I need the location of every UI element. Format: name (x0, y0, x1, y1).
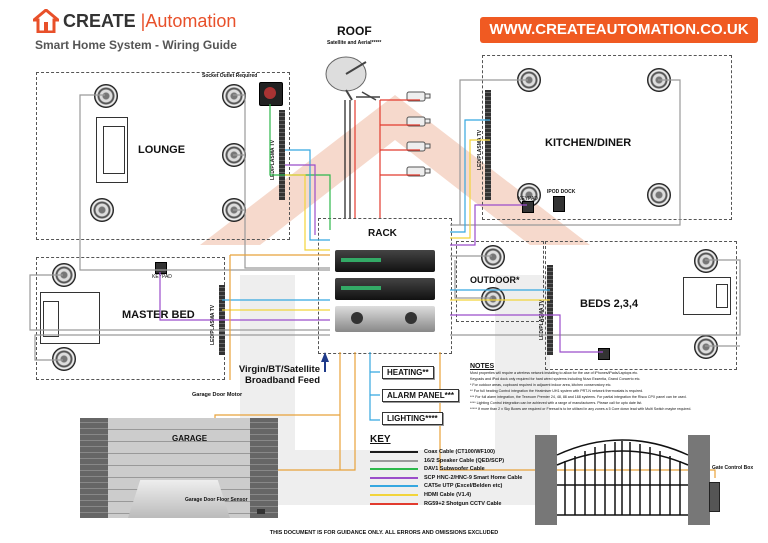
brand-create: CREATE (63, 11, 136, 31)
cctv-camera-icon (406, 91, 431, 177)
ipod-dock-label: IPOD DOCK (547, 189, 576, 195)
rack-equipment (335, 250, 435, 340)
roof-title: ROOF (337, 24, 372, 38)
gate-control-box (709, 482, 720, 512)
beds-label: BEDS 2,3,4 (580, 298, 639, 310)
key-line-swatch (370, 493, 418, 496)
lounge-sofa (96, 117, 128, 183)
socket-label: Socket Outlet Required (202, 73, 258, 79)
kitchen-speaker-4 (647, 183, 671, 207)
master-speaker-2 (52, 347, 76, 371)
lounge-speaker-1 (94, 84, 118, 108)
key-line-swatch (370, 502, 418, 505)
master-keypad-label: KEYPAD (152, 274, 172, 280)
lighting-tag[interactable]: LIGHTING**** (382, 412, 443, 425)
subtitle: Smart Home System - Wiring Guide (35, 38, 237, 52)
notes-line-6: **** Lighting Control integration can be… (470, 401, 643, 405)
key-item: SCP HNC-2/HNC-9 Smart Home Cable (370, 474, 540, 483)
kitchen-keypad-label: KEYPAD (518, 196, 538, 202)
garage-motor-label: Garage Door Motor (192, 392, 243, 398)
key-block: KEY Coax Cable (CT100/WF100) 16/2 Speaker… (370, 434, 540, 508)
key-line-swatch (370, 468, 418, 471)
beds-speaker-2 (694, 335, 718, 359)
gate-box-label: Gate Control Box (712, 465, 754, 471)
house-logo-icon (33, 9, 59, 33)
key-item-label: CAT5e UTP (Excel/Belden etc) (424, 483, 503, 490)
heating-tag[interactable]: HEATING** (382, 366, 434, 379)
key-line-swatch (370, 485, 418, 488)
roof-subtitle: Satellite and Aerial***** (327, 40, 382, 46)
beds-speaker-1 (694, 249, 718, 273)
gate (535, 435, 710, 525)
notes-block: NOTES Most properties will require a wir… (470, 363, 760, 412)
key-item: 16/2 Speaker Cable (QED/SCP) (370, 457, 540, 466)
key-item-label: 16/2 Speaker Cable (QED/SCP) (424, 457, 505, 464)
key-item: RG59+2 Shotgun CCTV Cable (370, 500, 540, 509)
notes-line-1: Most properties will require a wireless … (470, 371, 639, 375)
key-item: Coax Cable (CT100/WF100) (370, 448, 540, 457)
lounge-room (36, 72, 290, 240)
notes-title: NOTES (470, 363, 495, 370)
master-keypad[interactable] (155, 262, 167, 274)
kitchen-tv (485, 90, 491, 200)
lounge-speaker-2 (222, 84, 246, 108)
feed-label: Virgin/BT/Satellite Broadband Feed (230, 364, 320, 386)
kitchen-room (482, 55, 732, 220)
subwoofer (259, 82, 283, 106)
notes-line-3: * For outdoor areas, cupboard required i… (470, 383, 612, 387)
key-item-label: RG59+2 Shotgun CCTV Cable (424, 500, 502, 507)
footer-disclaimer: THIS DOCUMENT IS FOR GUIDANCE ONLY. ALL … (269, 530, 499, 536)
beds-bed (683, 277, 731, 315)
notes-line-2: Keypads and iPod dock only required for … (470, 377, 641, 381)
outdoor-speaker-1 (481, 245, 505, 269)
rack-label: RACK (368, 228, 397, 239)
garage-label: GARAGE (172, 434, 208, 443)
key-line-swatch (370, 476, 418, 479)
key-item-label: SCP HNC-2/HNC-9 Smart Home Cable (424, 474, 523, 481)
master-bed (40, 292, 100, 344)
key-line-swatch (370, 451, 418, 453)
key-item-label: DAV1 Subwoofer Cable (424, 466, 485, 473)
lounge-tv (279, 110, 285, 200)
garage (80, 418, 278, 518)
satellite-dish-icon (325, 56, 380, 101)
outdoor-label: OUTDOOR* (470, 275, 520, 285)
garage-sensor-label: Garage Door Floor Sensor (185, 497, 248, 503)
lounge-speaker-4 (90, 198, 114, 222)
beds-room (545, 241, 737, 370)
ipod-dock[interactable] (553, 196, 565, 212)
key-title: KEY (370, 434, 391, 445)
key-item-label: HDMI Cable (V1.4) (424, 491, 472, 498)
notes-line-7: ***** If more than 2 x Sky Boxes are req… (470, 407, 692, 411)
rack-room (318, 218, 452, 354)
key-item: CAT5e UTP (Excel/Belden etc) (370, 482, 540, 491)
outdoor-room (456, 241, 544, 322)
master-bed-label: MASTER BED (122, 309, 195, 321)
notes-line-5: *** For full alarm integration, the Texe… (470, 395, 687, 399)
feed-line-1: Virgin/BT/Satellite (238, 364, 320, 375)
beds-keypad[interactable] (598, 348, 610, 360)
brand-automation: Automation (145, 11, 237, 31)
alarm-panel-tag[interactable]: ALARM PANEL*** (382, 389, 459, 402)
kitchen-label: KITCHEN/DINER (545, 137, 632, 149)
lounge-label: LOUNGE (138, 144, 186, 156)
website-banner[interactable]: WWW.CREATEAUTOMATION.CO.UK (480, 17, 758, 43)
key-item: DAV1 Subwoofer Cable (370, 465, 540, 474)
outdoor-speaker-2 (481, 287, 505, 311)
key-item-label: Coax Cable (CT100/WF100) (424, 449, 495, 455)
kitchen-keypad[interactable] (522, 201, 534, 213)
notes-line-4: ** For full heating Control integration … (470, 389, 644, 393)
beds-tv (547, 265, 553, 355)
key-item: HDMI Cable (V1.4) (370, 491, 540, 500)
garage-floor-sensor (257, 509, 265, 514)
logo: CREATE |Automation Smart Home System - W… (33, 9, 237, 52)
feed-line-2: Broadband Feed (245, 375, 320, 386)
key-line-swatch (370, 459, 418, 462)
